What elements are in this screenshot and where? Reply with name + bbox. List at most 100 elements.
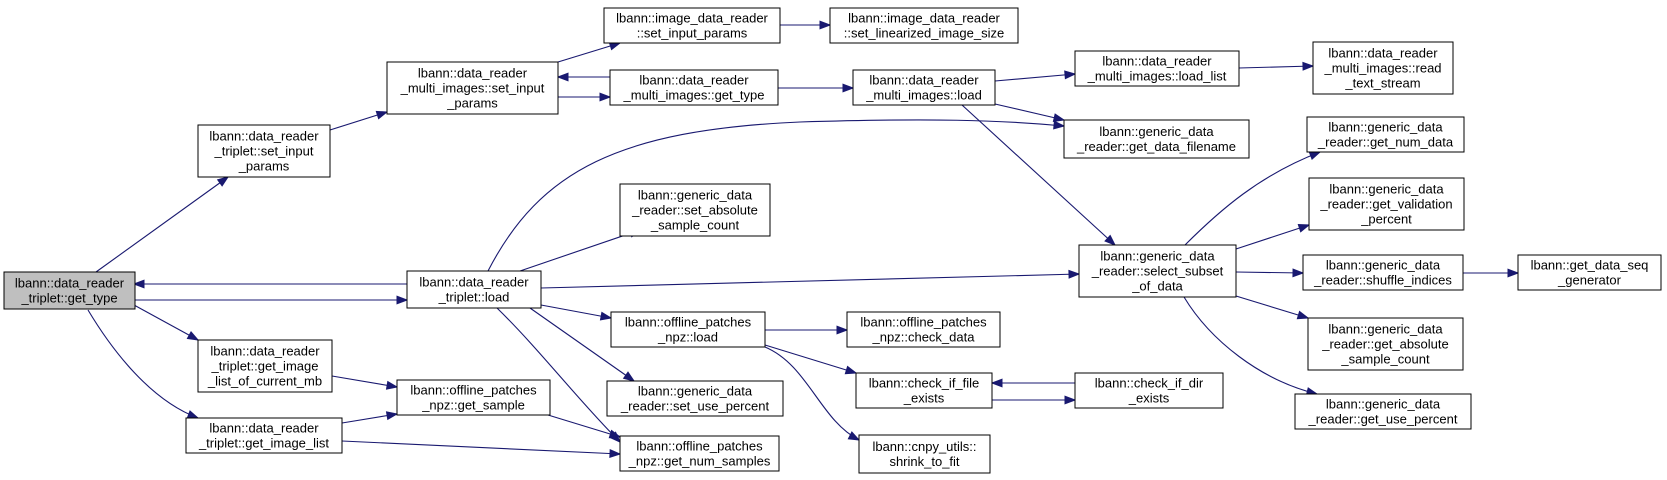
edge-line [1238, 65, 1314, 69]
node-get-type[interactable]: lbann::data_reader_triplet::get_type [3, 271, 136, 310]
edge-triplet-set-input-to-multi-set-input [329, 110, 389, 131]
arrowhead [990, 378, 1003, 388]
node-label-line: _reader::select_subset [1091, 264, 1224, 279]
node-image-set-input[interactable]: lbann::image_data_reader::set_input_para… [603, 7, 781, 44]
node-label-line: lbann::generic_data [638, 188, 753, 203]
node-get-data-filename[interactable]: lbann::generic_data_reader::get_data_fil… [1063, 119, 1250, 159]
edge-line [764, 346, 860, 441]
node-label-line: _reader::get_num_data [1317, 135, 1454, 150]
node-offline-load[interactable]: lbann::offline_patches_npz::load [610, 311, 766, 348]
arrowhead [1064, 395, 1077, 405]
edge-triplet-load-to-select-subset [540, 269, 1081, 289]
node-label-line: lbann::cnpy_utils:: [872, 439, 976, 454]
node-multi-get-type[interactable]: lbann::data_reader_multi_images::get_typ… [609, 69, 779, 106]
edge-check-if-dir-to-check-if-file [990, 378, 1075, 388]
node-box [197, 339, 333, 393]
node-label-line: ::set_input_params [637, 26, 748, 41]
node-get-validation[interactable]: lbann::generic_data_reader::get_validati… [1308, 177, 1465, 231]
edge-line [341, 440, 621, 455]
node-box [185, 417, 343, 454]
arrowhead [842, 83, 855, 93]
edge-get-type-to-get-image-list [87, 309, 200, 419]
node-check-data[interactable]: lbann::offline_patches_npz::check_data [846, 311, 1001, 348]
node-label-line: _list_of_current_mb [207, 374, 322, 389]
arrowhead [609, 448, 622, 459]
node-label-line: _multi_images::set_input [400, 81, 545, 96]
node-get-absolute[interactable]: lbann::generic_data_reader::get_absolute… [1307, 317, 1464, 371]
node-box [603, 7, 781, 44]
node-get-use-percent[interactable]: lbann::generic_data_reader::get_use_perc… [1294, 393, 1472, 430]
arrowhead [1308, 151, 1322, 160]
edge-select-subset-to-get-validation [1235, 223, 1311, 250]
edge-line [1184, 151, 1321, 246]
node-triplet-load[interactable]: lbann::data_reader_triplet::load [406, 270, 542, 309]
edge-line [540, 273, 1080, 289]
node-label-line: lbann::offline_patches [860, 315, 987, 330]
node-image-set-linearized[interactable]: lbann::image_data_reader::set_linearized… [829, 7, 1019, 44]
node-check-if-dir[interactable]: lbann::check_if_dir_exists [1074, 372, 1224, 409]
node-set-absolute[interactable]: lbann::generic_data_reader::set_absolute… [619, 183, 771, 237]
edge-select-subset-to-get-use-percent [1183, 296, 1319, 396]
edge-line [1235, 271, 1304, 274]
edge-select-subset-to-shuffle-indices [1235, 268, 1305, 278]
edge-image-set-input-to-image-set-linearized [780, 20, 832, 30]
node-get-image-list-mb[interactable]: lbann::data_reader_triplet::get_image_li… [197, 339, 333, 393]
node-box [1312, 41, 1454, 95]
node-get-data-seq[interactable]: lbann::get_data_seq_generator [1517, 254, 1662, 291]
node-label-line: _reader::get_absolute [1321, 337, 1448, 352]
edge-multi-get-type-to-multi-set-input [556, 72, 610, 82]
node-box [1306, 116, 1465, 153]
arrowhead [819, 20, 832, 30]
node-triplet-set-input[interactable]: lbann::data_reader_triplet::set_input_pa… [197, 124, 331, 178]
node-box [1074, 50, 1240, 87]
arrowhead [1064, 70, 1077, 80]
node-label-line: _triplet::set_input [213, 144, 313, 159]
node-multi-set-input[interactable]: lbann::data_reader_multi_images::set_inp… [386, 61, 559, 115]
node-box [606, 380, 784, 417]
edge-line [961, 104, 1116, 246]
arrowhead [1104, 234, 1117, 246]
node-label-line: _triplet::get_image_list [198, 436, 329, 451]
node-label-line: lbann::generic_data [1099, 124, 1214, 139]
edge-select-subset-to-get-absolute [1235, 295, 1310, 320]
arrowhead [1053, 120, 1066, 130]
node-multi-read-text[interactable]: lbann::data_reader_multi_images::read_te… [1312, 41, 1454, 95]
node-multi-load-list[interactable]: lbann::data_reader_multi_images::load_li… [1074, 50, 1240, 87]
node-set-use-percent[interactable]: lbann::generic_data_reader::set_use_perc… [606, 380, 784, 417]
edge-line [994, 103, 1065, 121]
node-label-line: lbann::data_reader [419, 275, 529, 290]
edge-multi-set-input-to-image-set-input [557, 41, 622, 63]
node-box [1074, 372, 1224, 409]
edge-line [557, 42, 621, 63]
arrowhead [186, 330, 200, 341]
edge-multi-load-to-get-data-filename [994, 103, 1066, 123]
node-select-subset[interactable]: lbann::generic_data_reader::select_subse… [1078, 244, 1237, 298]
node-get-image-list[interactable]: lbann::data_reader_triplet::get_image_li… [185, 417, 343, 454]
edge-get-type-to-get-image-list-mb [133, 304, 200, 341]
node-label-line: _params [238, 159, 290, 174]
node-label-line: lbann::data_reader [15, 276, 125, 291]
node-label-line: lbann::data_reader [209, 421, 319, 436]
edge-check-if-file-to-check-if-dir [992, 395, 1077, 405]
node-label-line: _npz::load [657, 330, 718, 345]
node-multi-load[interactable]: lbann::data_reader_multi_images::load [852, 69, 996, 106]
edge-offline-load-to-check-if-file [764, 344, 858, 375]
node-get-num-samples[interactable]: lbann::offline_patches_npz::get_num_samp… [619, 435, 780, 472]
node-label-line: _reader::get_data_filename [1076, 139, 1236, 154]
node-label-line: _percent [1360, 212, 1412, 227]
node-label-line: lbann::data_reader [1102, 54, 1212, 69]
node-box [855, 372, 993, 409]
arrowhead [385, 380, 399, 390]
node-label-line: lbann::generic_data [1328, 322, 1443, 337]
edge-line [764, 344, 857, 374]
node-box [619, 435, 780, 472]
node-box [1063, 119, 1250, 159]
node-check-if-file[interactable]: lbann::check_if_file_exists [855, 372, 993, 409]
node-label-line: shrink_to_fit [889, 454, 959, 469]
node-shrink-to-fit[interactable]: lbann::cnpy_utils::shrink_to_fit [858, 434, 991, 474]
edge-line [994, 73, 1076, 82]
node-shuffle-indices[interactable]: lbann::generic_data_reader::shuffle_indi… [1302, 254, 1464, 291]
node-get-num-data[interactable]: lbann::generic_data_reader::get_num_data [1306, 116, 1465, 153]
node-get-sample[interactable]: lbann::offline_patches_npz::get_sample [396, 379, 551, 416]
